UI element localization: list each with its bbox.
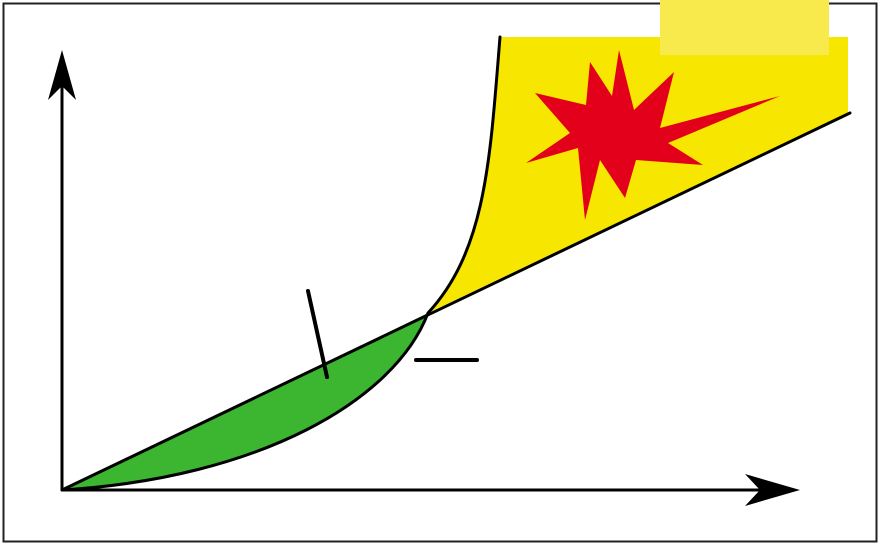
explosion-icon <box>526 50 780 220</box>
label-box <box>660 0 829 55</box>
linear-curve <box>60 111 852 492</box>
tick-marker <box>306 289 329 379</box>
x-axis-arrowhead <box>745 474 800 506</box>
y-axis-arrowhead <box>48 50 76 100</box>
exponential-curve <box>60 35 502 492</box>
